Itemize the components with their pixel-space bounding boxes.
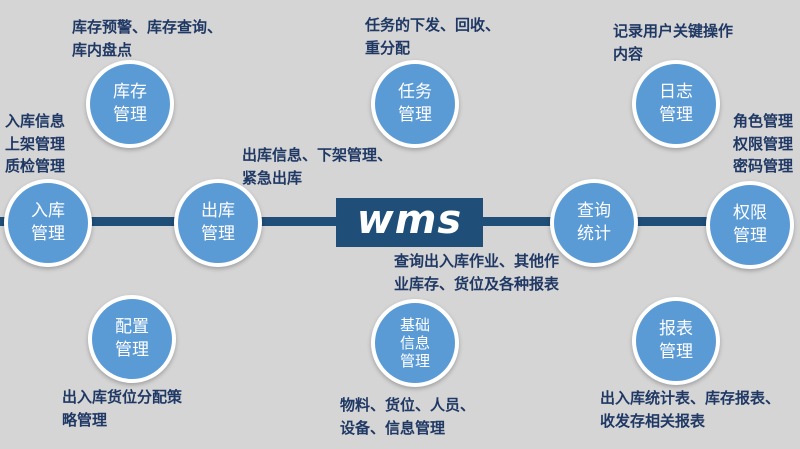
- module-permission-note: 角色管理 权限管理 密码管理: [733, 112, 794, 175]
- module-outbound-note: 出库信息、下架管理、 紧急出库: [242, 146, 393, 187]
- module-inventory-note: 库存预警、库存查询、 库内盘点: [72, 18, 223, 59]
- module-permission-label: 权限 管理: [733, 203, 767, 246]
- module-basic-info-circle: 基础 信息 管理: [371, 299, 459, 387]
- module-outbound-circle: 出库 管理: [174, 179, 262, 267]
- module-inventory-label: 库存 管理: [113, 82, 147, 125]
- module-config-note: 出入库货位分配策 略管理: [62, 388, 183, 429]
- module-inbound-note: 入库信息 上架管理 质检管理: [5, 112, 66, 175]
- module-query-circle: 查询 统计: [550, 179, 638, 267]
- module-inbound-circle: 入库 管理: [4, 179, 92, 267]
- module-basic-info-label: 基础 信息 管理: [399, 316, 430, 370]
- module-config-circle: 配置 管理: [88, 295, 176, 383]
- module-permission-circle: 权限 管理: [706, 181, 794, 269]
- module-config-label: 配置 管理: [115, 317, 149, 360]
- module-report-label: 报表 管理: [659, 319, 693, 362]
- module-task-note: 任务的下发、回收、 重分配: [365, 16, 501, 57]
- module-inventory-circle: 库存 管理: [86, 60, 174, 148]
- module-basic-info-note: 物料、货位、人员、 设备、信息管理: [340, 396, 476, 437]
- module-task-circle: 任务 管理: [371, 60, 459, 148]
- module-report-note: 出入库统计表、库存报表、 收发存相关报表: [600, 389, 781, 430]
- module-report-circle: 报表 管理: [632, 297, 720, 385]
- module-log-circle: 日志 管理: [632, 60, 720, 148]
- module-task-label: 任务 管理: [398, 82, 432, 125]
- module-log-label: 日志 管理: [659, 82, 693, 125]
- wms-logo-text: wms: [356, 196, 463, 243]
- wms-logo: wms: [336, 198, 483, 247]
- module-query-note: 查询出入库作业、其他作 业库存、货位及各种报表: [394, 252, 560, 293]
- module-outbound-label: 出库 管理: [201, 201, 235, 244]
- module-log-note: 记录用户关键操作 内容: [613, 22, 734, 63]
- module-query-label: 查询 统计: [577, 201, 611, 244]
- module-inbound-label: 入库 管理: [31, 201, 65, 244]
